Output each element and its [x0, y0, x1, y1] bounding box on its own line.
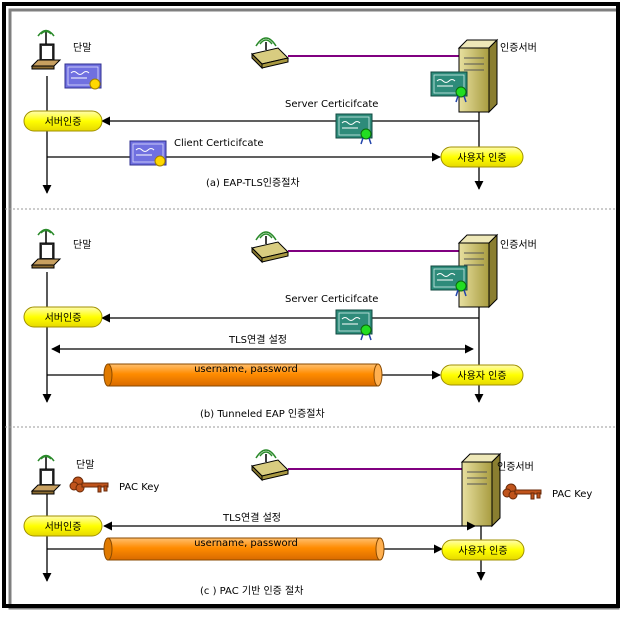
- server-icon: [461, 453, 501, 527]
- server-label: 인증서버: [497, 461, 534, 473]
- panel-caption: (c ) PAC 기반 인증 절차: [200, 584, 303, 597]
- terminal-label: 단말: [73, 239, 91, 251]
- pac-key-label: PAC Key: [119, 482, 159, 493]
- panel-caption: (b) Tunneled EAP 인증절차: [200, 407, 325, 420]
- tunnel-pipe-start: [103, 363, 113, 387]
- server-label: 인증서버: [500, 42, 537, 54]
- client-cert-label: Client Certicifcate: [174, 138, 264, 149]
- terminal-icon: [31, 228, 61, 269]
- terminal-icon: [31, 29, 61, 70]
- server-auth-label: 서버인증: [45, 116, 82, 128]
- certificate-icon: [335, 309, 373, 341]
- panel-b: 단말 인증서버 Server Certicifcate 서버인증 TLS연결 설…: [23, 228, 537, 420]
- panel-c: 단말 PAC Key 인증서버 PAC Key 서버인증 TLS연결 설정 us…: [23, 449, 592, 597]
- terminal-label: 단말: [76, 459, 94, 471]
- certificate-icon: [64, 63, 102, 90]
- tunnel-label: username, password: [194, 538, 298, 549]
- server-auth-label: 서버인증: [45, 312, 82, 324]
- server-cert-label: Server Certicifcate: [285, 99, 378, 110]
- access-point-icon: [251, 449, 289, 481]
- server-label: 인증서버: [500, 239, 537, 251]
- user-auth-pill: [440, 146, 524, 168]
- user-auth-label: 사용자 인증: [457, 152, 506, 164]
- certificate-icon: [129, 140, 167, 167]
- key-icon: [69, 476, 109, 493]
- tunnel-label: username, password: [194, 364, 298, 375]
- panel-a: 단말 인증서버 Server Certicifcate 서버인증 Client …: [23, 29, 537, 194]
- server-auth-label: 서버인증: [45, 521, 82, 533]
- user-auth-label: 사용자 인증: [458, 545, 507, 557]
- server-auth-pill: [23, 515, 103, 537]
- pac-key-label: PAC Key: [552, 489, 592, 500]
- tunnel-pipe-start: [103, 537, 113, 561]
- tunnel-pipe-end: [375, 537, 385, 561]
- outer-frame-shadow: [8, 8, 620, 610]
- server-auth-pill: [23, 110, 103, 132]
- key-icon: [502, 483, 542, 500]
- panel-caption: (a) EAP-TLS인증절차: [206, 176, 300, 189]
- terminal-icon: [31, 454, 61, 495]
- terminal-label: 단말: [73, 42, 91, 54]
- access-point-icon: [251, 37, 289, 69]
- server-auth-pill: [23, 306, 103, 328]
- certificate-icon: [335, 113, 373, 145]
- user-auth-label: 사용자 인증: [457, 370, 506, 382]
- user-auth-pill: [440, 364, 524, 386]
- outer-frame: [2, 2, 620, 608]
- tunnel-pipe-end: [373, 363, 383, 387]
- tls-label: TLS연결 설정: [228, 334, 287, 346]
- tls-label: TLS연결 설정: [222, 512, 281, 524]
- access-point-icon: [251, 231, 289, 263]
- server-cert-label: Server Certicifcate: [285, 294, 378, 305]
- user-auth-pill: [441, 539, 525, 561]
